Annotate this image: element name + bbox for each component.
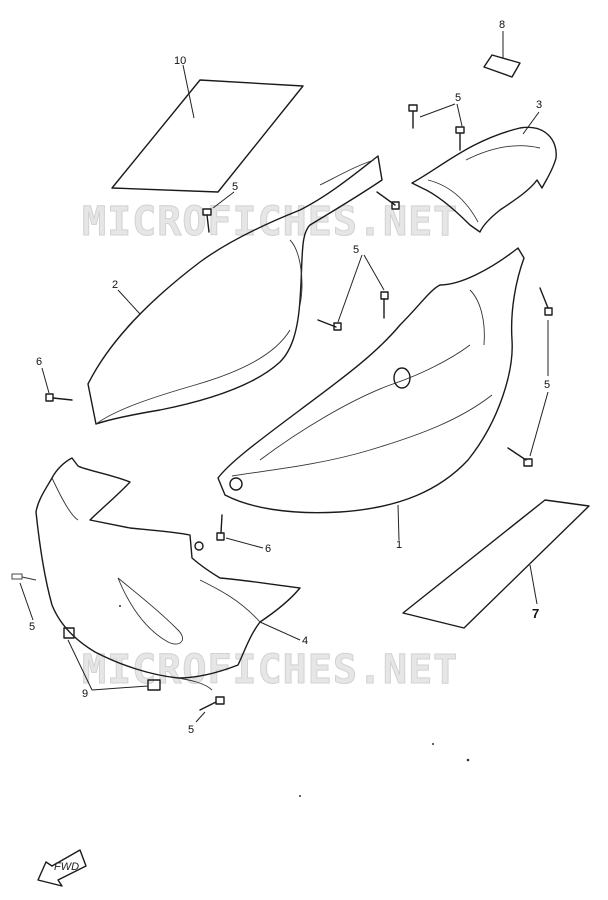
screw-icon [507,447,533,467]
screw-icon [216,514,225,541]
callout-3: 3 [536,99,542,111]
fwd-arrow-icon: FWD [37,849,87,887]
callout-5a: 5 [455,92,461,104]
screw-icon [380,291,389,319]
callout-5d: 5 [544,379,550,391]
callout-6a: 6 [36,356,42,368]
callout-7: 7 [532,606,539,621]
callout-6b: 6 [265,543,271,555]
grommet-icon [147,679,161,691]
callout-5c: 5 [353,244,359,256]
part-4-lower-cover: 4 5 9 5 [11,457,308,736]
screw-icon [45,393,73,402]
part-2-side-cover-left: 2 5 6 [36,155,383,425]
screw-icon [199,696,225,711]
grommet-icon [63,627,75,639]
callout-4: 4 [302,635,308,647]
callout-9: 9 [82,688,88,700]
callout-5f: 5 [188,724,194,736]
scan-artifacts [119,605,470,797]
watermark-bottom: MICROFICHES.NET [82,647,458,693]
part-10-decal: 10 [111,55,304,193]
screw-icon [317,319,342,331]
callout-5e: 5 [29,621,35,633]
fwd-label: FWD [54,861,79,873]
callout-8: 8 [499,19,505,31]
screw-icon [455,126,465,151]
part-3-seat-cowl: 3 5 [408,92,557,233]
callout-1: 1 [396,539,402,551]
watermark-top: MICROFICHES.NET [82,199,458,245]
callout-2: 2 [112,279,118,291]
part-8-emblem: 8 [483,19,521,78]
screw-icon [202,208,212,233]
callout-10: 10 [174,55,186,67]
callout-5b: 5 [232,181,238,193]
part-7-decal: 7 [402,499,590,629]
clip-icon [11,573,37,581]
part-1-side-cover-right: 1 5 5 [216,191,553,555]
screw-icon [376,191,400,210]
screw-icon [408,104,418,129]
screw-icon [539,287,553,316]
